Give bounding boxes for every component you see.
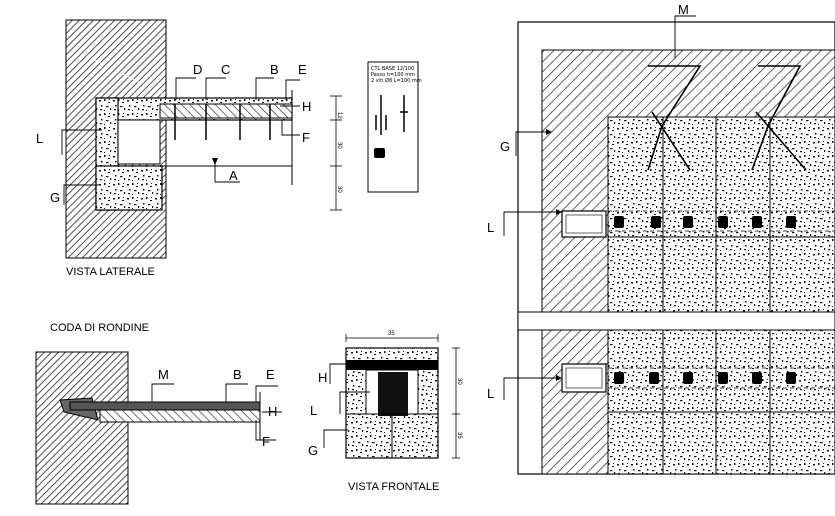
label-l-front: L xyxy=(310,403,317,418)
dovetail-board xyxy=(99,409,261,423)
label-g-elevation: G xyxy=(500,139,510,154)
elevation-dovetail-clamps xyxy=(647,65,807,171)
side-view: 12 30 30 D C B E H F A L G VISTA LATERAL… xyxy=(36,19,342,278)
dovetail-wall xyxy=(35,351,129,505)
elevation-anchors-lower xyxy=(614,372,796,384)
elevation-view: M G L L xyxy=(487,2,835,475)
front-dim-top: 35 xyxy=(388,331,395,337)
label-m-elevation: M xyxy=(678,2,689,17)
front-leaders xyxy=(323,363,370,448)
elevation-slot-upper xyxy=(561,210,607,238)
note-line-2: Passo h=100 mm xyxy=(371,72,415,78)
label-l-elevation-upper: L xyxy=(487,220,494,235)
label-b: B xyxy=(270,62,279,77)
side-dimension-line xyxy=(330,95,342,211)
side-screws xyxy=(174,104,271,140)
note-line-3: 2 viti Ø8 L=100 mm xyxy=(371,77,422,84)
dovetail-board-top xyxy=(69,401,261,411)
side-wall-edge xyxy=(94,59,166,96)
elevation-stones-upper xyxy=(607,116,835,313)
label-f: F xyxy=(302,130,310,145)
front-view-caption: VISTA FRONTALE xyxy=(348,481,439,493)
front-band xyxy=(346,360,438,370)
elevation-arrow-l-upper xyxy=(556,209,562,215)
note-bolt-icon xyxy=(374,148,385,158)
label-f-dovetail: F xyxy=(262,434,270,449)
note-screw-icons xyxy=(375,95,408,135)
side-view-caption: VISTA LATERALE xyxy=(66,266,155,278)
side-board xyxy=(159,103,293,119)
label-l-elevation-lower: L xyxy=(487,386,494,401)
side-dim-3: 30 xyxy=(336,186,342,193)
label-d: D xyxy=(193,62,202,77)
side-dim-1: 12 xyxy=(336,112,342,119)
elevation-gap xyxy=(517,311,835,331)
elevation-dashed-line xyxy=(608,210,835,389)
label-e-dovetail: E xyxy=(266,367,275,382)
note-card: CTL BASE 12/100 Passo h=100 mm 2 viti Ø8… xyxy=(367,61,422,193)
note-line-1: CTL BASE 12/100 xyxy=(371,66,414,72)
label-h-front: H xyxy=(318,370,327,385)
dovetail-caption: CODA DI RONDINE xyxy=(50,322,149,334)
label-a: A xyxy=(229,168,238,183)
elevation-slot-upper-inner xyxy=(565,214,603,234)
front-dimensions xyxy=(345,334,460,459)
label-h-dovetail: H xyxy=(268,404,277,419)
dovetail-view: CODA DI RONDINE M B E H F xyxy=(35,322,282,505)
elevation-slot-lower-inner xyxy=(565,367,603,389)
label-c: C xyxy=(221,62,230,77)
elevation-anchors-upper xyxy=(614,216,796,228)
side-cavity xyxy=(117,119,161,165)
front-view: 35 30 35 H L G VISTA FRONTALE xyxy=(308,331,462,493)
label-e: E xyxy=(298,62,307,77)
front-dim-1: 30 xyxy=(456,378,462,385)
dovetail-leaders xyxy=(151,383,282,441)
label-m-dovetail: M xyxy=(158,367,169,382)
side-lower-block xyxy=(95,165,163,211)
label-h: H xyxy=(302,99,311,114)
label-g: G xyxy=(50,190,60,205)
elevation-stones-lower xyxy=(607,329,835,475)
elevation-arrow-g xyxy=(546,129,552,135)
label-a-arrow xyxy=(212,158,218,165)
elevation-arrow-l-lower xyxy=(556,375,562,381)
elevation-slot-lower xyxy=(561,363,607,393)
label-l: L xyxy=(36,131,43,146)
elevation-leaders xyxy=(503,15,696,400)
label-g-front: G xyxy=(308,443,318,458)
elevation-joints xyxy=(608,117,835,474)
front-core xyxy=(378,372,408,416)
front-dim-2: 35 xyxy=(456,432,462,439)
label-b-dovetail: B xyxy=(233,367,242,382)
side-leaders xyxy=(61,77,300,205)
side-dim-2: 30 xyxy=(336,142,342,149)
